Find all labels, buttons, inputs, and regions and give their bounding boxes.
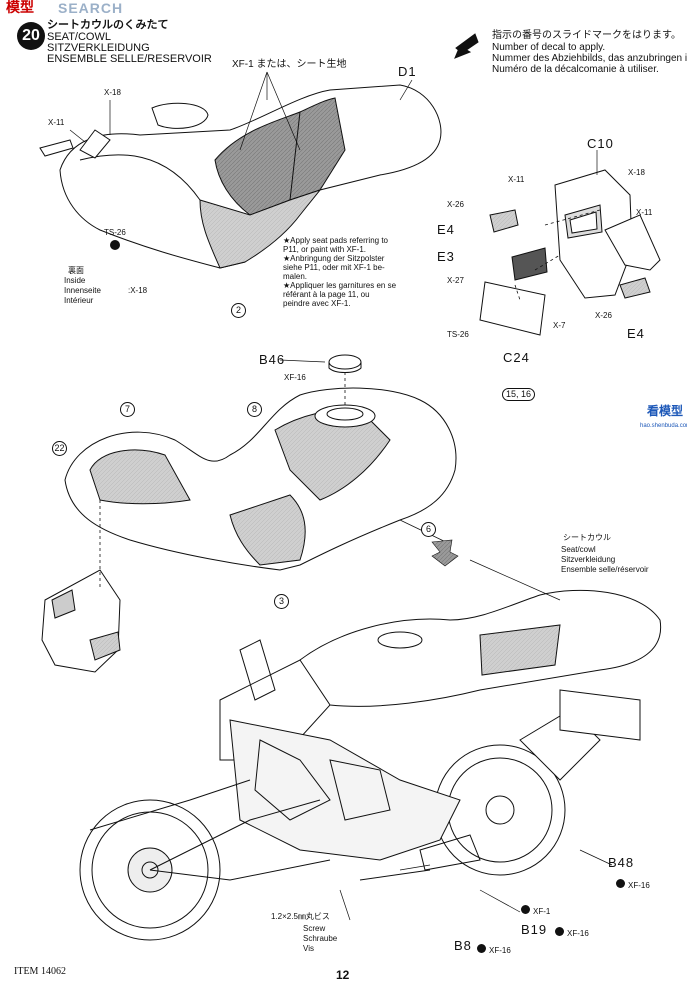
step-number-badge: 20 [17,22,45,50]
paint-x18-tail: X-18 [628,168,645,177]
watermark-search: SEARCH [58,0,124,16]
motorcycle-drawing [79,589,662,941]
part-label-c24: C24 [503,350,530,365]
screw-label-en: Screw [303,924,326,933]
part-label-b46: B46 [259,352,286,367]
b19-xf16: XF-16 [555,923,589,941]
paint-x11-tail-b: X-11 [636,208,653,217]
tail-unit-small-drawing [41,569,121,673]
pads-note-line: ★Appliquer les garnitures en se [283,281,397,290]
paint-x26-tail-a: X-26 [447,200,464,209]
step-title-de: SITZVERKLEIDUNG [47,42,150,54]
part-label-e3: E3 [437,249,455,264]
inside-paint: :X-18 [128,286,148,295]
tail-light-drawing [479,169,661,336]
inside-label-jp: 裏面 [68,266,84,275]
screw-label-de: Schraube [303,934,338,943]
decal-number-2: 2 [231,303,246,318]
step-title-en: SEAT/COWL [47,31,111,43]
decal-number-3: 3 [274,594,289,609]
b48-paint: XF-16 [616,875,650,893]
tank-shell-drawing [64,354,457,571]
paint-x26-tail-b: X-26 [595,311,612,320]
watermark-side-url: hao.shenbuda.com [640,423,687,429]
leader-lines [69,71,613,921]
decal-note-fr: Numéro de la décalcomanie à utiliser. [492,64,659,75]
paint-x11-seat: X-11 [48,118,65,127]
footer-item-number: ITEM 14062 [14,966,66,977]
pads-note-line: malen. [283,272,308,281]
decal-number-6: 6 [421,522,436,537]
paint-x11-tail-a: X-11 [508,175,525,184]
paint-x18-seat: X-18 [104,88,121,97]
inside-label-fr: Intérieur [64,296,94,305]
part-label-b48: B48 [608,855,635,870]
screw-label-fr: Vis [303,944,314,953]
seatcowl-label-fr: Ensemble selle/réservoir [561,565,649,574]
seatcowl-label-en: Seat/cowl [561,545,596,554]
paint-ts26-seat: TS-26 [104,228,126,237]
screw-label-jp: 1.2×2.5㎜丸ビス [271,912,330,921]
pads-note-line: P11, or paint with XF-1. [283,245,366,254]
pads-note-line: ★Anbringung der Sitzpolster [283,254,385,263]
part-label-b8: B8 [454,938,472,953]
watermark-side: 看模型 [647,404,684,418]
seatcowl-label-jp: シートカウル [563,533,611,542]
paint-ts26-tail: TS-26 [447,330,469,339]
step-title-jp: シートカウルのくみたて [47,19,169,31]
paint-x27-tail: X-27 [447,276,464,285]
inside-label-de: Innenseite [64,286,101,295]
decal-number-8: 8 [247,402,262,417]
decal-note-de: Nummer des Abziehbilds, das anzubringen … [492,53,687,64]
inside-label-en: Inside [64,276,86,285]
decal-note-jp: 指示の番号のスライドマークをはります。 [492,30,681,41]
direction-arrow [431,539,459,567]
pads-note-line: référant à la page 11, ou [283,290,370,299]
pads-note-line: peindre avec XF-1. [283,299,351,308]
step-title-fr: ENSEMBLE SELLE/RESERVOIR [47,53,212,65]
part-label-d1: D1 [398,64,417,79]
part-label-b19: B19 [521,922,548,937]
paint-x7-tail: X-7 [553,321,566,330]
seat-cowl-top-drawing [39,84,442,269]
assembly-dash-lines [99,209,601,590]
b8-paint: XF-16 [477,940,511,958]
watermark-banner: 模型 SEARCH [2,0,252,20]
part-label-e4-a: E4 [437,222,455,237]
part-label-c10: C10 [587,136,614,151]
b19-xf1: XF-1 [521,901,550,919]
paint-bullet-icon [110,240,120,250]
decal-note-en: Number of decal to apply. [492,42,606,53]
seat-xf1-note: XF-1 または、シート生地 [232,59,347,70]
seatcowl-label-de: Sitzverkleidung [561,555,616,564]
decal-number-22: 22 [52,441,67,456]
decal-slide-arrow-icon [454,33,479,59]
footer-page-number: 12 [336,968,350,982]
part-label-e4-b: E4 [627,326,645,341]
pads-note-line: ★Apply seat pads referring to [283,236,389,245]
paint-xf16-b46: XF-16 [284,373,306,382]
decal-number-7: 7 [120,402,135,417]
watermark-logo: 模型 [6,0,34,15]
decal-numbers-15-16: 15, 16 [502,388,536,401]
seat-pads-note: ★Apply seat pads referring to P11, or pa… [283,236,396,308]
pads-note-line: siehe P11, oder mit XF-1 be- [283,263,385,272]
